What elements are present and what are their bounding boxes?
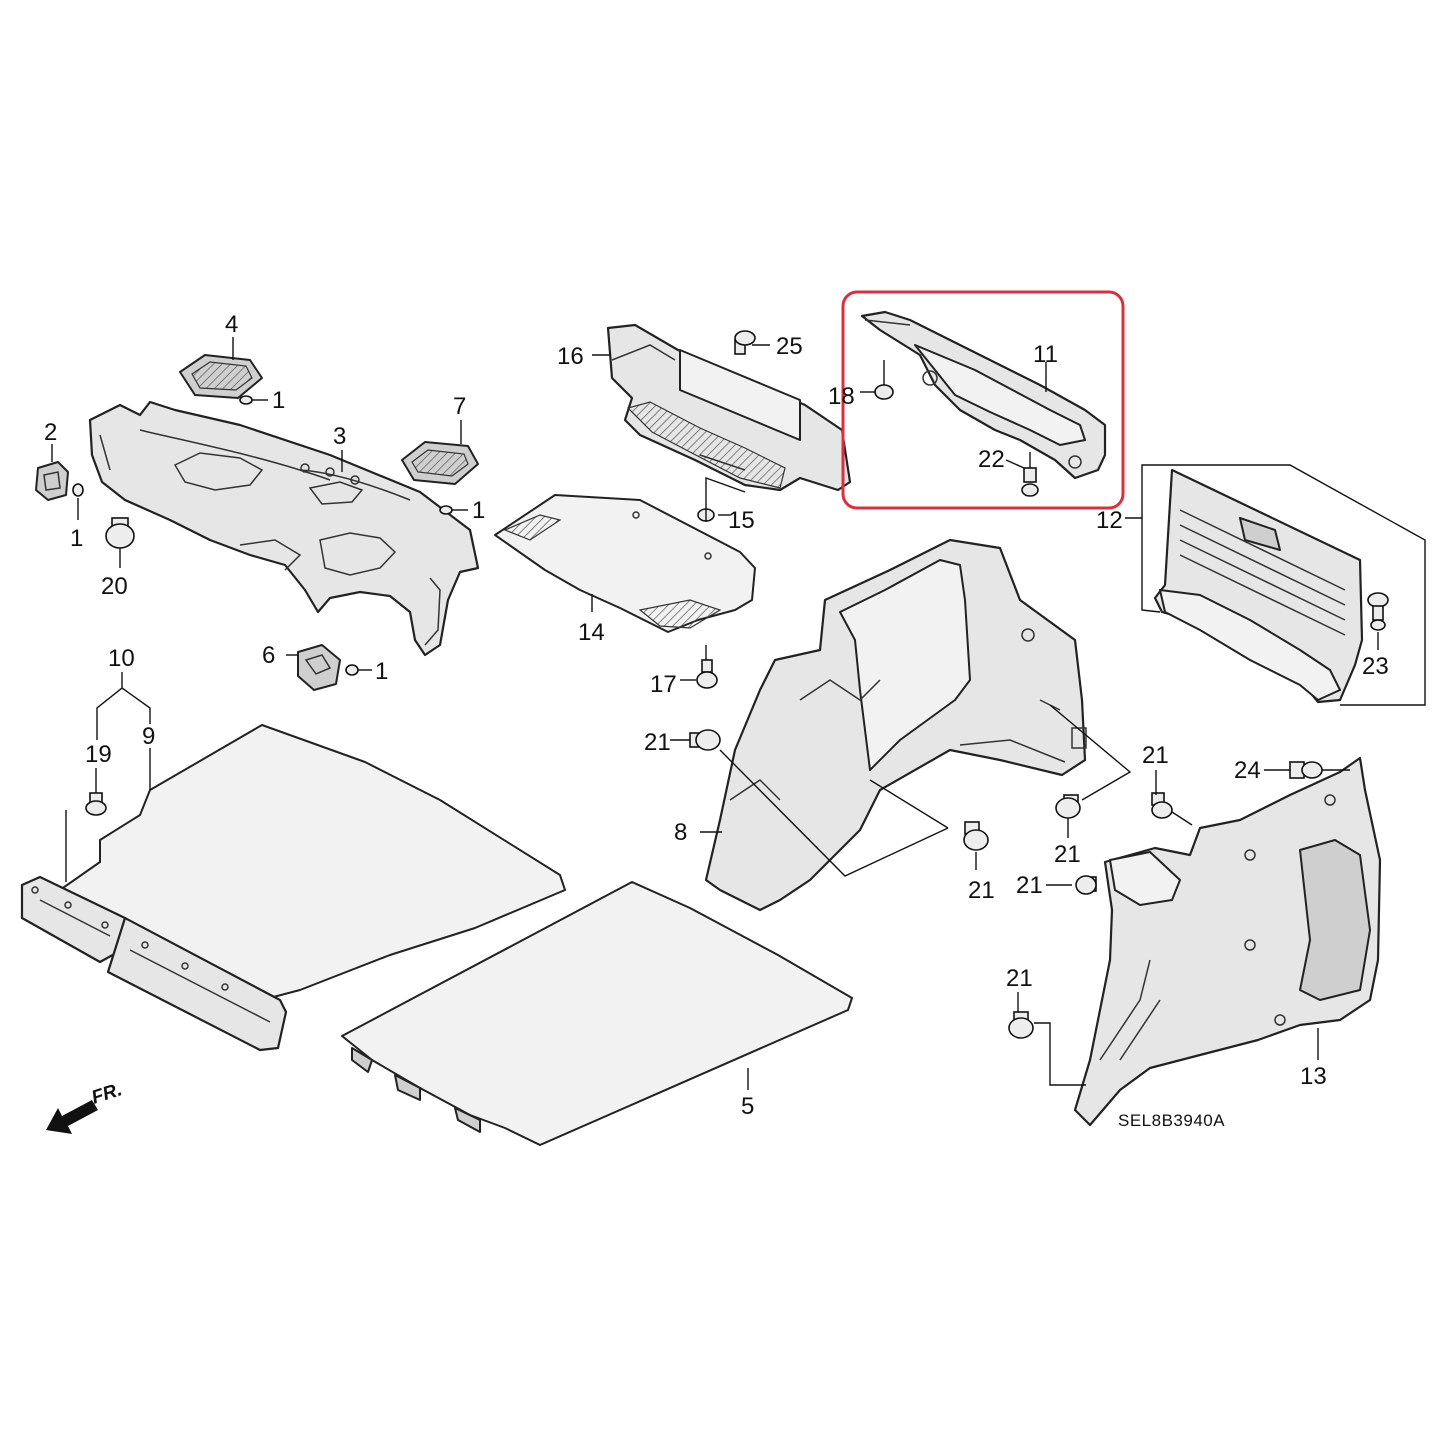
callout-23: 23 [1362, 653, 1389, 680]
callout-9: 9 [142, 723, 155, 750]
fastener-1a [239, 395, 253, 405]
callout-19: 19 [85, 741, 112, 768]
callout-21a: 21 [644, 729, 671, 756]
callout-16: 16 [557, 343, 584, 370]
callout-14: 14 [578, 619, 605, 646]
trunk-rear-panel-part-12 [1153, 468, 1364, 704]
callout-21d: 21 [1142, 742, 1169, 769]
clip-25 [734, 330, 756, 355]
arrow-left-icon [46, 1100, 98, 1134]
spare-tire-mat-part-14 [494, 494, 756, 633]
clip-24 [1289, 761, 1323, 779]
fastener-1d [345, 664, 359, 676]
clip-cover-part-2 [35, 461, 69, 501]
trunk-floor-board-part-5 [341, 881, 853, 1146]
clip-22 [1021, 452, 1039, 497]
callout-21f: 21 [1006, 965, 1033, 992]
sill-trim-part-10 [20, 875, 288, 1052]
clip-cover-part-6 [297, 644, 341, 691]
callout-7: 7 [453, 393, 466, 420]
clip-23 [1367, 592, 1389, 631]
callout-21b: 21 [968, 877, 995, 904]
callout-15: 15 [728, 507, 755, 534]
callout-3: 3 [333, 423, 346, 450]
fastener-1c [72, 483, 84, 497]
rear-tray-part-3 [88, 400, 480, 657]
callout-5: 5 [741, 1093, 754, 1120]
highlight-box [841, 290, 1125, 510]
callout-25: 25 [776, 333, 803, 360]
callout-22: 22 [978, 446, 1005, 473]
trunk-side-lining-part-13 [1073, 756, 1382, 1127]
callout-1c: 1 [70, 525, 83, 552]
leader-lines [51, 337, 1426, 1090]
callout-labels: 4 1 2 3 7 1 1 20 6 1 10 19 9 16 25 15 14… [44, 311, 1389, 1120]
screw-18 [874, 360, 894, 400]
callout-1b: 1 [472, 497, 485, 524]
callout-1d: 1 [375, 658, 388, 685]
clip-21c [1055, 794, 1081, 819]
clip-21b [963, 821, 989, 851]
speaker-grille-part-4 [179, 354, 263, 399]
callout-13: 13 [1300, 1063, 1327, 1090]
callout-21c: 21 [1054, 841, 1081, 868]
clip-21e [1075, 875, 1097, 895]
clip-21f [1008, 1011, 1034, 1039]
speaker-grille-part-7 [401, 441, 479, 485]
callout-18: 18 [828, 383, 855, 410]
callout-8: 8 [674, 819, 687, 846]
callout-4: 4 [225, 311, 238, 338]
callout-2: 2 [44, 419, 57, 446]
callout-21e: 21 [1016, 872, 1043, 899]
diagram-code: SEL8B3940A [1118, 1111, 1225, 1130]
callout-12: 12 [1096, 507, 1123, 534]
direction-label: FR. [89, 1079, 125, 1108]
clip-20 [105, 517, 135, 549]
clip-21d [1151, 792, 1173, 819]
callout-24: 24 [1234, 757, 1261, 784]
trunk-side-lining-part-8 [704, 538, 1087, 912]
callout-11: 11 [1033, 341, 1058, 368]
trunk-side-trim-part-11 [860, 310, 1107, 480]
fastener-1b [439, 505, 453, 515]
callout-17: 17 [650, 671, 677, 698]
clip-21a [689, 729, 721, 751]
callout-20: 20 [101, 573, 128, 600]
callout-10: 10 [108, 645, 135, 672]
trunk-rear-panel-part-16 [606, 323, 852, 492]
clip-19 [85, 792, 107, 816]
callout-6: 6 [262, 642, 275, 669]
floor-lining-part-9 [59, 724, 566, 1001]
callout-1a: 1 [272, 387, 285, 414]
front-direction-arrow: FR. [46, 1079, 125, 1134]
clip-17 [696, 659, 718, 689]
